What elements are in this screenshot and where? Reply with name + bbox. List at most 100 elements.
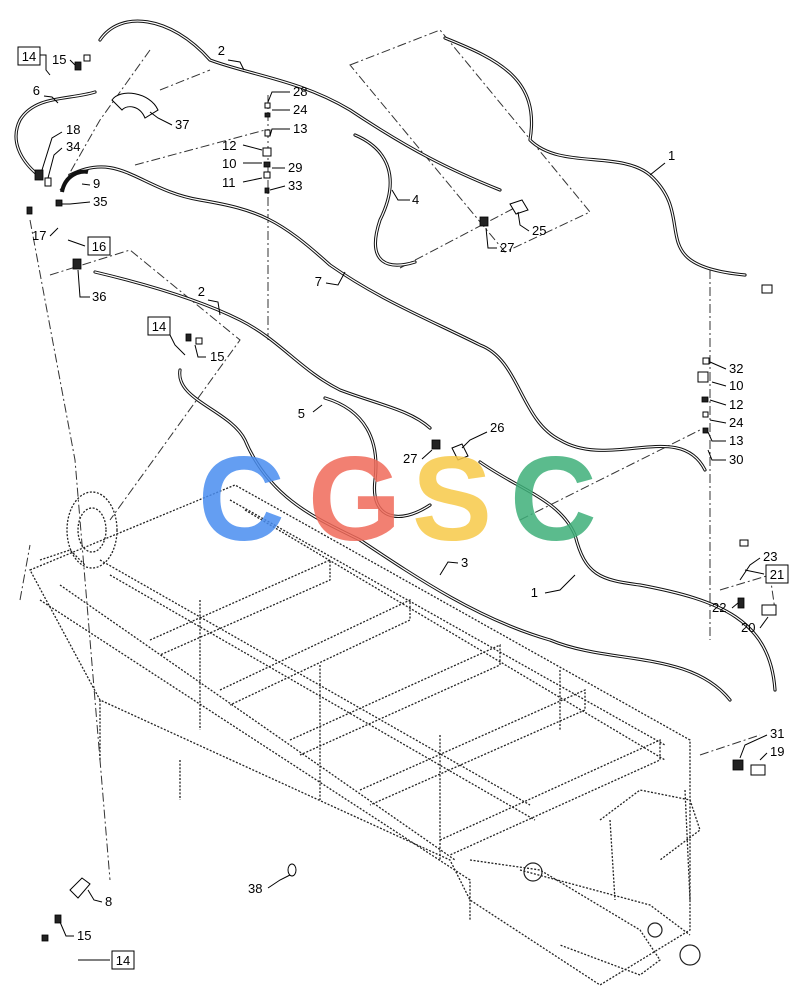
boxed-ref-frame	[765, 564, 789, 584]
callout-10: 10	[222, 156, 236, 171]
callout-leader-line	[242, 144, 263, 151]
boxed-ref-14: 14	[22, 49, 36, 64]
callout-7: 7	[315, 274, 322, 289]
boxed-ref-16: 16	[92, 239, 106, 254]
callout-17: 17	[32, 228, 46, 243]
boxed-ref-14: 14	[116, 953, 130, 968]
callout-leader-line	[43, 95, 59, 104]
callout-33: 33	[288, 178, 302, 193]
callout-leader-line	[69, 59, 76, 66]
watermark-letter: C	[198, 432, 285, 566]
hose-6	[14, 90, 97, 177]
callout-leader-line	[59, 921, 74, 937]
callout-36: 36	[92, 289, 106, 304]
boxed-ref-frame	[17, 46, 41, 66]
callout-19: 19	[770, 744, 784, 759]
boxed-ref-bracket	[40, 54, 51, 76]
callout-leader-line	[81, 183, 91, 186]
callout-31: 31	[770, 726, 784, 741]
callout-leader-line	[194, 344, 206, 358]
callout-leader-line	[227, 59, 245, 71]
callout-leader-line	[87, 889, 103, 903]
callout-leader-line	[49, 227, 59, 237]
watermark-logo: C G S C	[198, 432, 597, 566]
callout-4: 4	[412, 192, 419, 207]
callout-leader-line	[267, 874, 291, 889]
callout-2: 2	[198, 284, 205, 299]
callout-6: 6	[33, 83, 40, 98]
callout-leader-line	[149, 111, 173, 126]
callout-leader-line	[759, 752, 768, 761]
watermark-letter: G	[308, 432, 401, 566]
hose-3	[178, 368, 732, 702]
boxed-ref-21: 21	[770, 567, 784, 582]
callout-leader-line	[41, 131, 63, 171]
callout-24: 24	[729, 415, 743, 430]
callout-12: 12	[222, 138, 236, 153]
callout-13: 13	[293, 121, 307, 136]
callout-5: 5	[298, 406, 305, 421]
callout-leader-line	[47, 147, 63, 179]
boxed-ref-frame	[147, 316, 171, 336]
callout-23: 23	[763, 549, 777, 564]
hose-1-lower	[478, 460, 777, 692]
callout-leader-line	[269, 128, 290, 137]
callout-leader-line	[242, 177, 263, 183]
callout-leader-line	[421, 449, 433, 460]
callout-leader-line	[709, 419, 727, 424]
callout-leader-line	[517, 211, 530, 232]
hose-1-upper	[443, 36, 747, 277]
callout-3: 3	[461, 555, 468, 570]
callout-15: 15	[210, 349, 224, 364]
watermark-letter: S	[412, 432, 492, 566]
callout-15: 15	[52, 52, 66, 67]
boxed-ref-bracket	[67, 239, 86, 247]
boxed-ref-14: 14	[152, 319, 166, 334]
callout-34: 34	[66, 139, 80, 154]
callout-27: 27	[500, 240, 514, 255]
callout-2: 2	[218, 43, 225, 58]
callout-8: 8	[105, 894, 112, 909]
callout-leader-line	[707, 449, 726, 461]
callout-leader-line	[485, 227, 497, 249]
callout-leader-line	[709, 361, 727, 370]
callout-leader-line	[325, 271, 346, 286]
callout-leader-line	[62, 201, 91, 205]
fittings	[26, 54, 777, 942]
callout-12: 12	[729, 397, 743, 412]
callout-30: 30	[729, 452, 743, 467]
boxed-ref-bracket	[169, 334, 186, 356]
boxed-ref-frame	[111, 950, 135, 970]
callout-leader-line	[439, 561, 459, 576]
callout-leader-line	[731, 602, 739, 609]
hose-2-upper	[98, 19, 502, 192]
callout-35: 35	[93, 194, 107, 209]
callout-leader-line	[312, 404, 323, 413]
callout-10: 10	[729, 378, 743, 393]
callout-15: 15	[77, 928, 91, 943]
hose-5	[323, 396, 432, 519]
callout-9: 9	[93, 176, 100, 191]
callout-37: 37	[175, 117, 189, 132]
callout-27: 27	[403, 451, 417, 466]
callout-32: 32	[729, 361, 743, 376]
callout-13: 13	[729, 433, 743, 448]
hose-7	[68, 165, 707, 472]
hose-4	[353, 133, 417, 267]
callout-18: 18	[66, 122, 80, 137]
callout-11: 11	[222, 175, 236, 190]
callout-leader-line	[759, 616, 769, 629]
callout-1: 1	[668, 148, 675, 163]
callout-leader-line	[267, 91, 290, 103]
callout-leader-line	[739, 734, 768, 759]
boxed-ref-frame	[87, 236, 111, 256]
callout-leader-line	[77, 269, 90, 298]
boxed-ref-bracket	[744, 569, 765, 575]
callout-26: 26	[490, 420, 504, 435]
callout-22: 22	[712, 600, 726, 615]
callout-leader-line	[709, 399, 727, 406]
callout-leader-line	[544, 574, 576, 594]
callout-20: 20	[741, 620, 755, 635]
